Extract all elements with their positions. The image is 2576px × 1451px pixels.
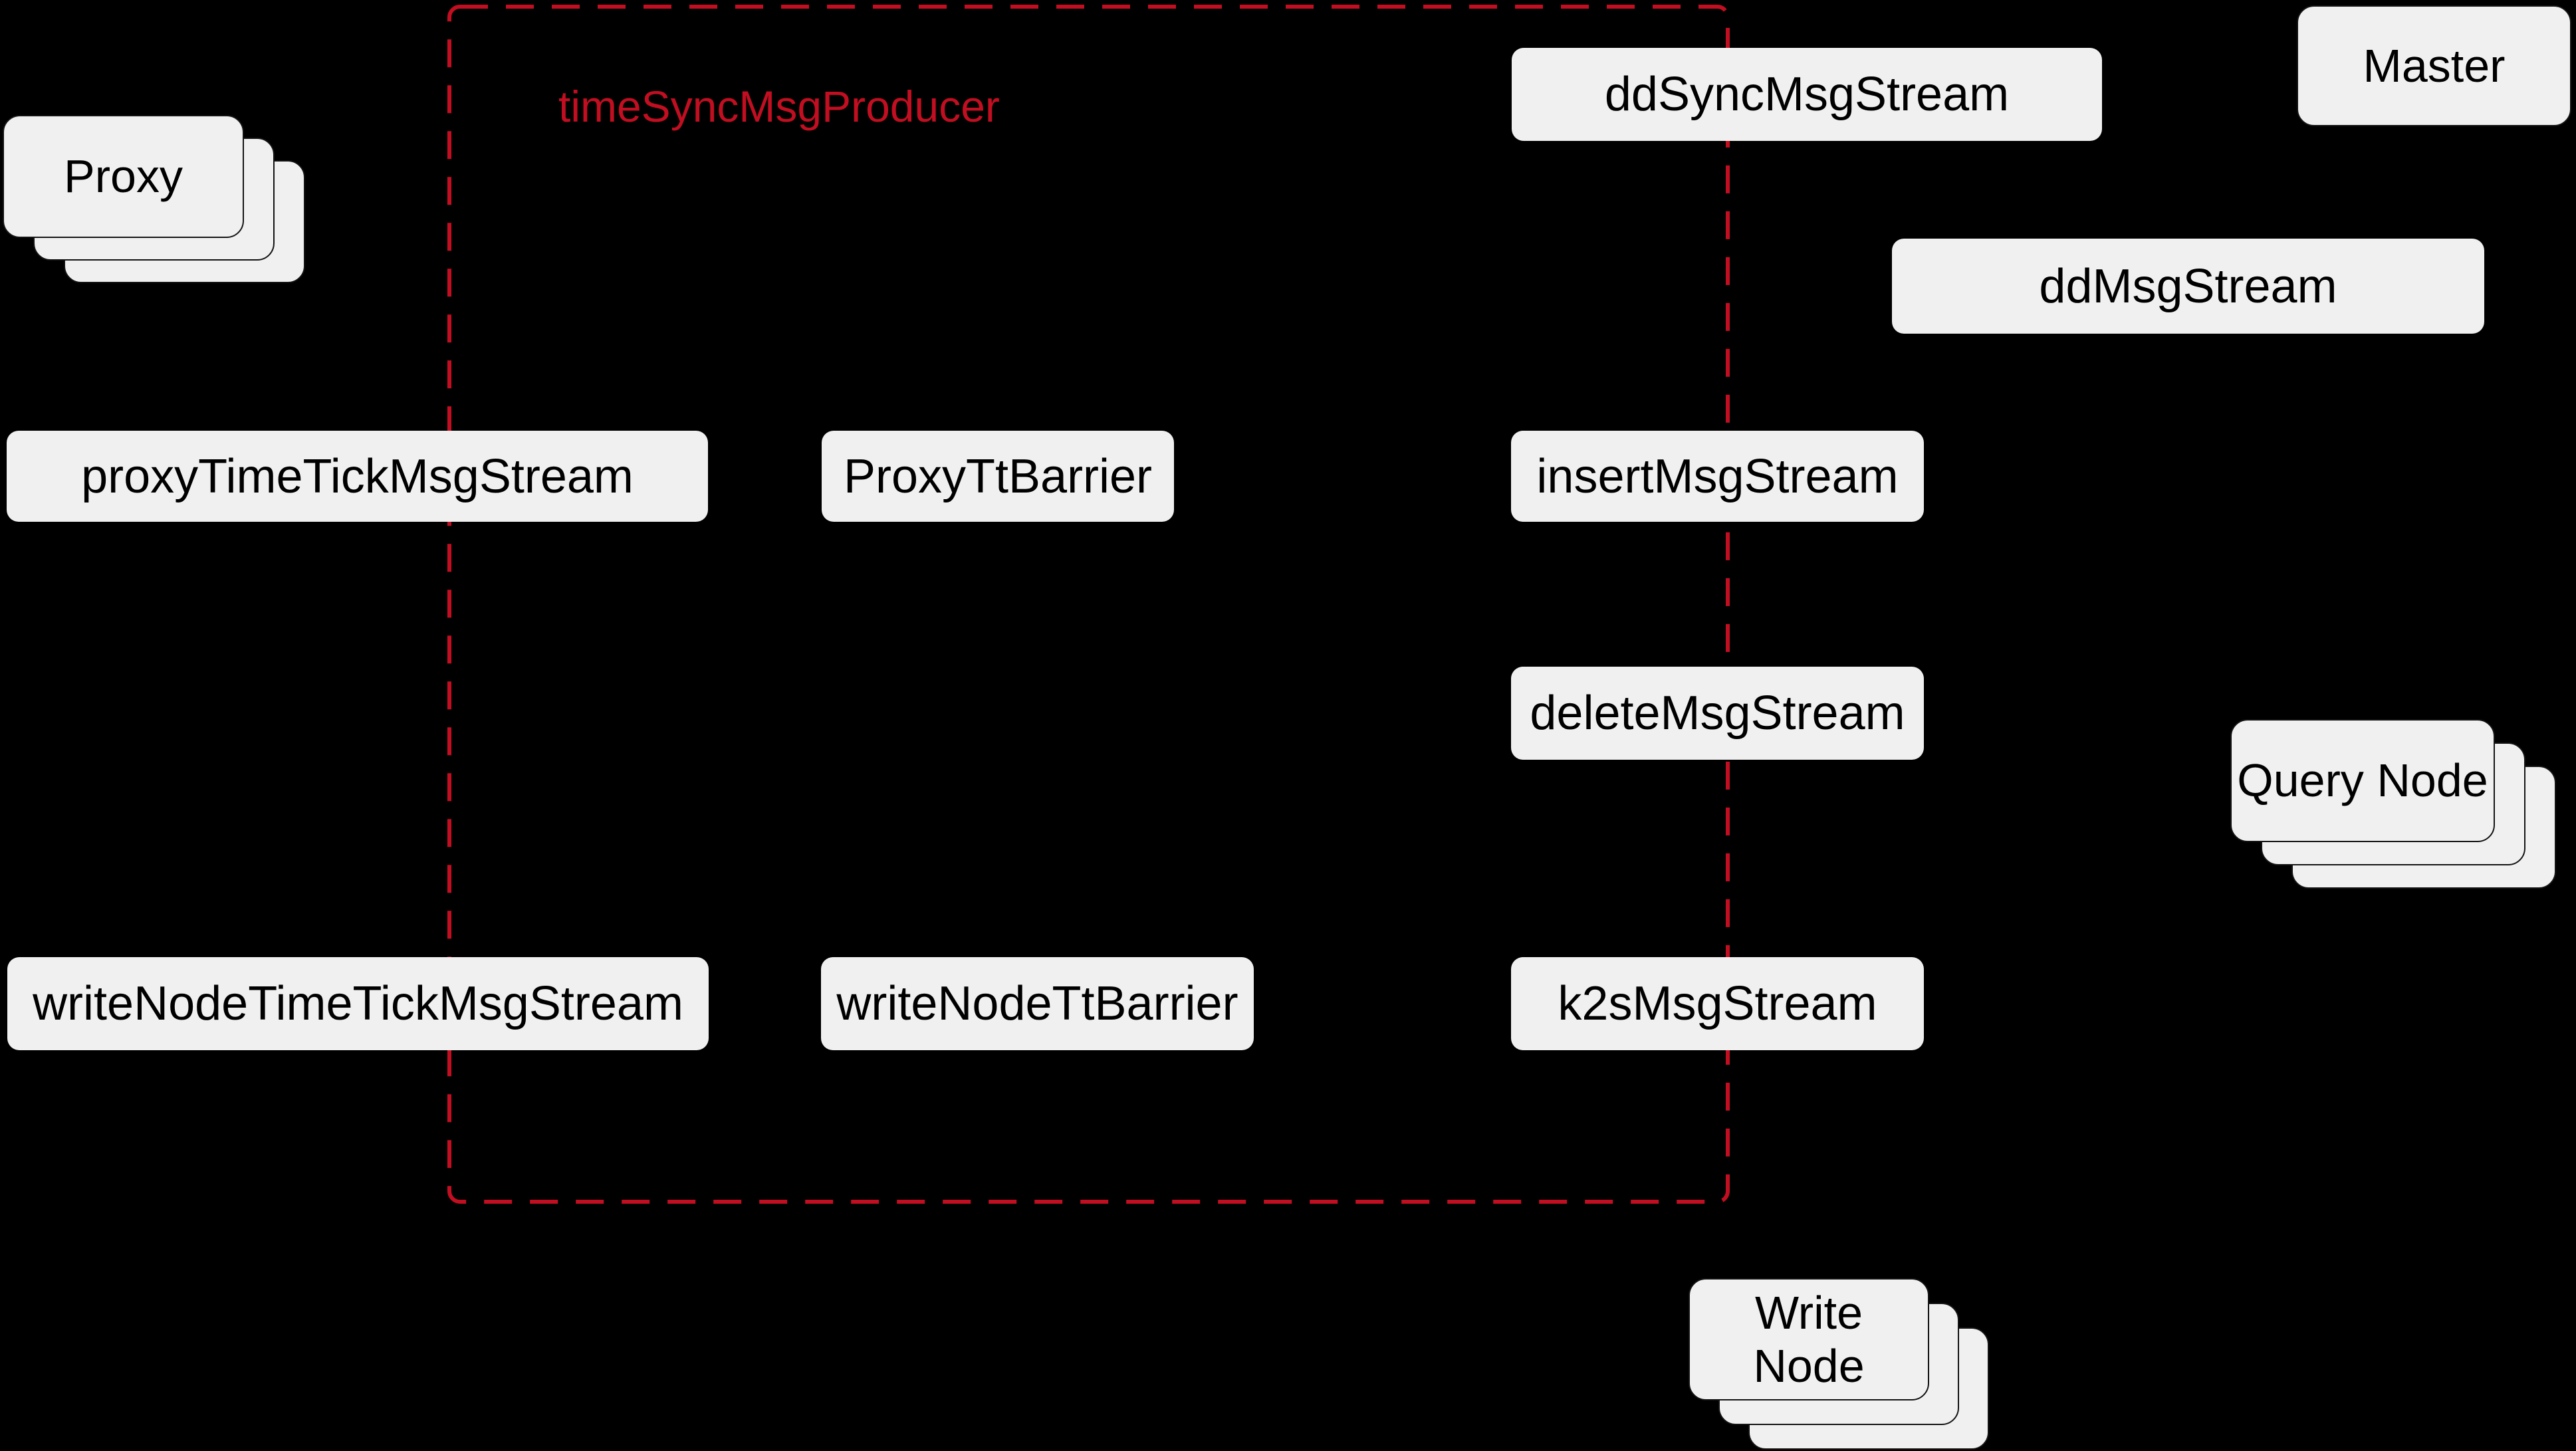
proxy-tt-barrier-label: ProxyTtBarrier [843,449,1153,503]
dd-sync-msg-stream-label: ddSyncMsgStream [1604,68,2010,121]
dashed-group-rect [447,5,1730,1204]
write-node-label: Write Node [1753,1286,1865,1393]
write-node-tt-barrier-label: writeNodeTtBarrier [836,977,1238,1030]
proxy-card-front: Proxy [3,115,244,238]
proxy-time-tick-msg-stream-label: proxyTimeTickMsgStream [81,449,634,503]
proxy-label: Proxy [64,150,183,203]
query-node-card-front: Query Node [2230,719,2495,842]
proxy-tt-barrier-box: ProxyTtBarrier [822,431,1174,522]
write-node-card-front: Write Node [1689,1278,1929,1400]
insert-msg-stream-label: insertMsgStream [1536,449,1899,503]
write-node-time-tick-msg-stream-box: writeNodeTimeTickMsgStream [7,957,709,1050]
write-node-tt-barrier-box: writeNodeTtBarrier [821,957,1254,1050]
delete-msg-stream-label: deleteMsgStream [1530,687,1905,740]
insert-msg-stream-box: insertMsgStream [1511,431,1924,522]
k2s-msg-stream-label: k2sMsgStream [1558,977,1877,1030]
query-node-label: Query Node [2237,754,2488,807]
delete-msg-stream-box: deleteMsgStream [1511,667,1924,760]
master-node-card: Master [2297,5,2571,126]
dd-sync-msg-stream-box: ddSyncMsgStream [1512,48,2102,141]
dd-msg-stream-label: ddMsgStream [2039,259,2337,313]
group-label-time-sync-msg-producer: timeSyncMsgProducer [558,82,1000,131]
write-node-time-tick-msg-stream-label: writeNodeTimeTickMsgStream [33,977,683,1030]
master-label: Master [2363,39,2506,92]
k2s-msg-stream-box: k2sMsgStream [1511,957,1924,1050]
proxy-time-tick-msg-stream-box: proxyTimeTickMsgStream [7,431,708,522]
dd-msg-stream-box: ddMsgStream [1892,239,2484,334]
